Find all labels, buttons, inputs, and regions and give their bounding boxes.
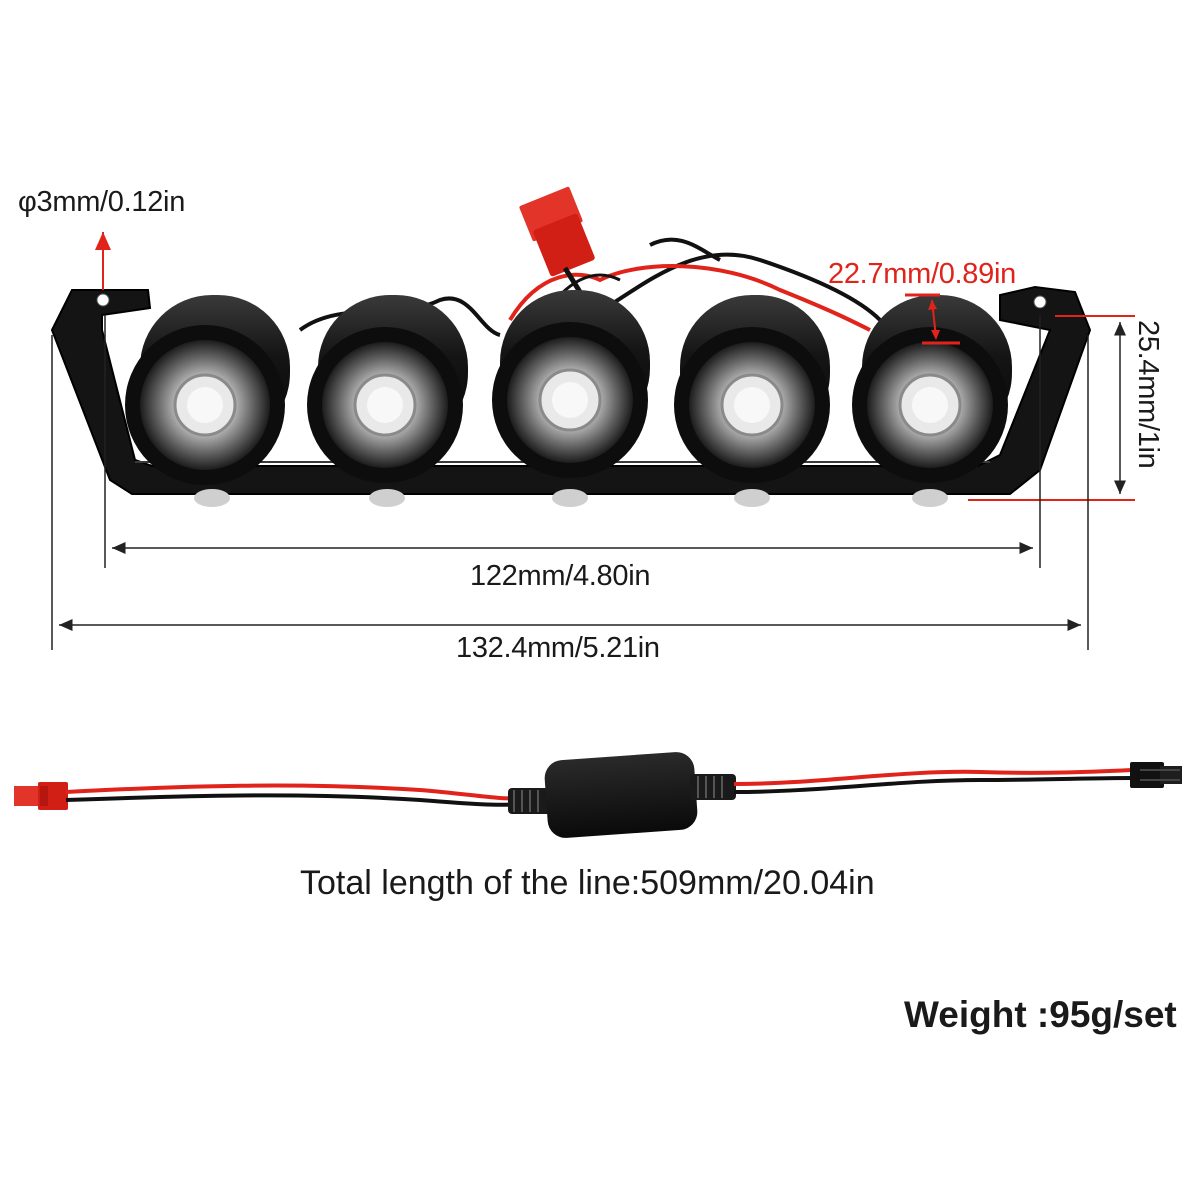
hole-spacing-label: 122mm/4.80in (470, 560, 651, 592)
left-connector-plug (14, 782, 68, 810)
light-bar (50, 186, 1092, 507)
led-lamp (852, 295, 1012, 483)
mounting-hole-left (96, 293, 110, 307)
height-label: 25.4mm/1in (1132, 320, 1164, 469)
led-lamp (307, 295, 468, 483)
dimension-lines (51, 232, 1135, 650)
mounting-hole-right (1033, 295, 1047, 309)
cable-length-label: Total length of the line:509mm/20.04in (300, 864, 875, 902)
led-lamp (492, 290, 650, 478)
hole-diameter-label: φ3mm/0.12in (18, 186, 186, 218)
right-connector-plug (1130, 762, 1182, 788)
weight-label: Weight :95g/set (904, 994, 1177, 1035)
overall-length-label: 132.4mm/5.21in (456, 632, 660, 664)
cable-assembly (14, 752, 1182, 838)
led-lamp (125, 295, 290, 485)
mounting-bracket (50, 285, 1092, 495)
lamp-diameter-label: 22.7mm/0.89in (828, 258, 1016, 290)
bar-connector-plug (519, 186, 595, 302)
control-module (544, 752, 698, 838)
led-lamp (674, 295, 830, 483)
